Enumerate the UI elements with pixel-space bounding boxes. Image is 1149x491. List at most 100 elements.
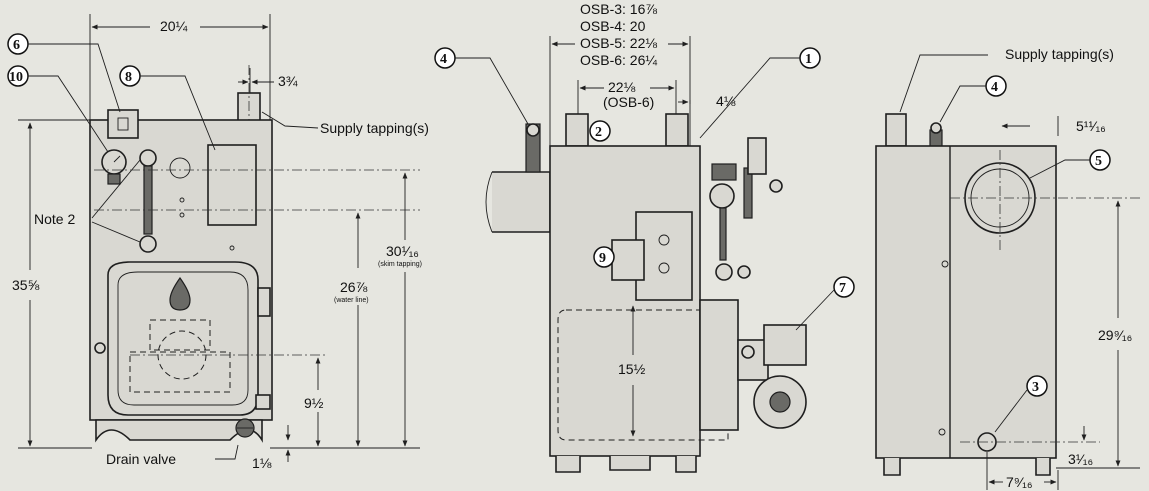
door-hinge (94, 342, 106, 354)
callout-9: 9 (599, 251, 606, 266)
return-fitting (255, 394, 271, 410)
callout-3-leader (994, 389, 1028, 433)
burner-hub (769, 391, 791, 413)
burner-height: 15½ (618, 361, 646, 377)
callout-m4-leader (455, 57, 529, 125)
tapping-spacing-note: (OSB-6) (603, 94, 654, 110)
tapping-spacing: 22⅛ (608, 79, 636, 95)
mid-supply-pipe-a (565, 113, 589, 147)
dot-c (229, 245, 235, 251)
gauge-needle (113, 155, 121, 163)
control-module (611, 239, 645, 281)
callout-8-leader (140, 75, 216, 151)
tapping-offset: 4⅛ (716, 93, 736, 109)
drain-valve-label: Drain valve (106, 451, 176, 467)
panel-knob-a (658, 234, 670, 246)
note-leader-bottom (91, 221, 141, 243)
control-box (107, 109, 139, 139)
flue-height: 29⁹⁄₁₆ (1098, 327, 1132, 343)
burner-fitting (741, 345, 755, 359)
note-label: Note 2 (34, 211, 75, 227)
panel-knob-b (658, 262, 670, 274)
pressuretrol-stem (743, 167, 753, 219)
burner-plate (699, 299, 739, 431)
right-rear-view: Supply tapping(s) 5¹¹⁄₁₆ 29⁹⁄₁₆ 3¹⁄₁₆ 7⁹… (875, 46, 1140, 490)
callout-r4: 4 (991, 80, 998, 95)
sight-glass-top (139, 149, 157, 167)
dot-a (179, 197, 185, 203)
inspection-port (169, 157, 191, 179)
callout-7: 7 (839, 281, 846, 296)
callout-5-leader (1029, 159, 1090, 179)
callout-3: 3 (1032, 380, 1039, 395)
drain-leader (215, 444, 239, 460)
low-water-cutoff (207, 144, 257, 226)
callout-r4-leader (939, 85, 986, 123)
sight-glass-bottom (139, 235, 157, 253)
skim-note: (skim tapping) (378, 261, 422, 268)
right-supply-label: Supply tapping(s) (1005, 46, 1114, 62)
width-osb5: OSB-5: 22⅛ (580, 35, 657, 51)
callout-5: 5 (1095, 154, 1102, 169)
supply-leader (261, 111, 319, 129)
right-valve-cap (930, 122, 942, 134)
drain-height-dim: 9½ (304, 395, 324, 411)
burner-hidden-b (129, 351, 231, 393)
right-bolt-b (938, 428, 946, 436)
callout-6-leader (28, 43, 121, 113)
sight-glass-tube (143, 165, 153, 235)
callout-1-leader (699, 57, 800, 139)
left-width-dim: 20¼ (160, 18, 188, 34)
side-gauge (709, 183, 735, 209)
callout-8: 8 (125, 70, 132, 85)
fire-door-inner (117, 271, 249, 406)
return-offset: 7⁹⁄₁₆ (1006, 474, 1033, 490)
callout-2: 2 (595, 125, 602, 140)
right-supply-pipe (885, 113, 907, 147)
flue-pipe (492, 171, 551, 233)
right-supply-leader (899, 54, 988, 113)
water-line-dim: 26⅞ (340, 279, 368, 295)
drain-offset-dim: 1⅛ (252, 455, 272, 471)
supply-offset-dim: 3¾ (278, 73, 298, 89)
right-bolt-a (941, 260, 949, 268)
gauge-stem (107, 173, 121, 185)
water-line-note: (water line) (334, 297, 369, 304)
middle-side-view: OSB-3: 16⅞ OSB-4: 20 OSB-5: 22⅛ OSB-6: 2… (434, 1, 855, 473)
width-osb4: OSB-4: 20 (580, 18, 646, 34)
mid-feet (555, 456, 697, 473)
flue-offset: 5¹¹⁄₁₆ (1076, 118, 1106, 134)
door-latch (257, 287, 271, 317)
burner-hidden-a (149, 319, 211, 351)
callout-7-circle (833, 276, 855, 298)
left-front-view: 20¼ 3¾ Supply tapping(s) (7, 14, 429, 471)
burner-motor (763, 324, 807, 366)
left-supply-label: Supply tapping(s) (320, 120, 429, 136)
callout-10-leader (28, 75, 109, 153)
drain-cock (737, 265, 751, 279)
flue-break (485, 171, 493, 233)
left-base (95, 419, 263, 443)
side-tube (719, 207, 727, 261)
side-fitting (715, 263, 733, 281)
callout-3-circle (1026, 375, 1048, 397)
width-osb6: OSB-6: 26¼ (580, 52, 657, 68)
callout-10: 10 (9, 70, 23, 85)
safety-valve-cap (526, 123, 540, 137)
callout-m4: 4 (440, 52, 447, 67)
dot-b (179, 212, 185, 218)
burner-housing (737, 339, 769, 381)
control-box-window (117, 117, 129, 131)
pressuretrol-knob (769, 179, 783, 193)
pressuretrol (747, 137, 767, 175)
callout-9-circle (593, 246, 615, 268)
callout-6: 6 (13, 38, 20, 53)
callout-2-circle (589, 120, 611, 142)
chamber-hidden (557, 309, 729, 441)
return-height: 3¹⁄₁₆ (1068, 451, 1093, 467)
left-height-dim: 35⅝ (12, 277, 40, 293)
pigtail (711, 163, 737, 181)
width-osb3: OSB-3: 16⅞ (580, 1, 657, 17)
